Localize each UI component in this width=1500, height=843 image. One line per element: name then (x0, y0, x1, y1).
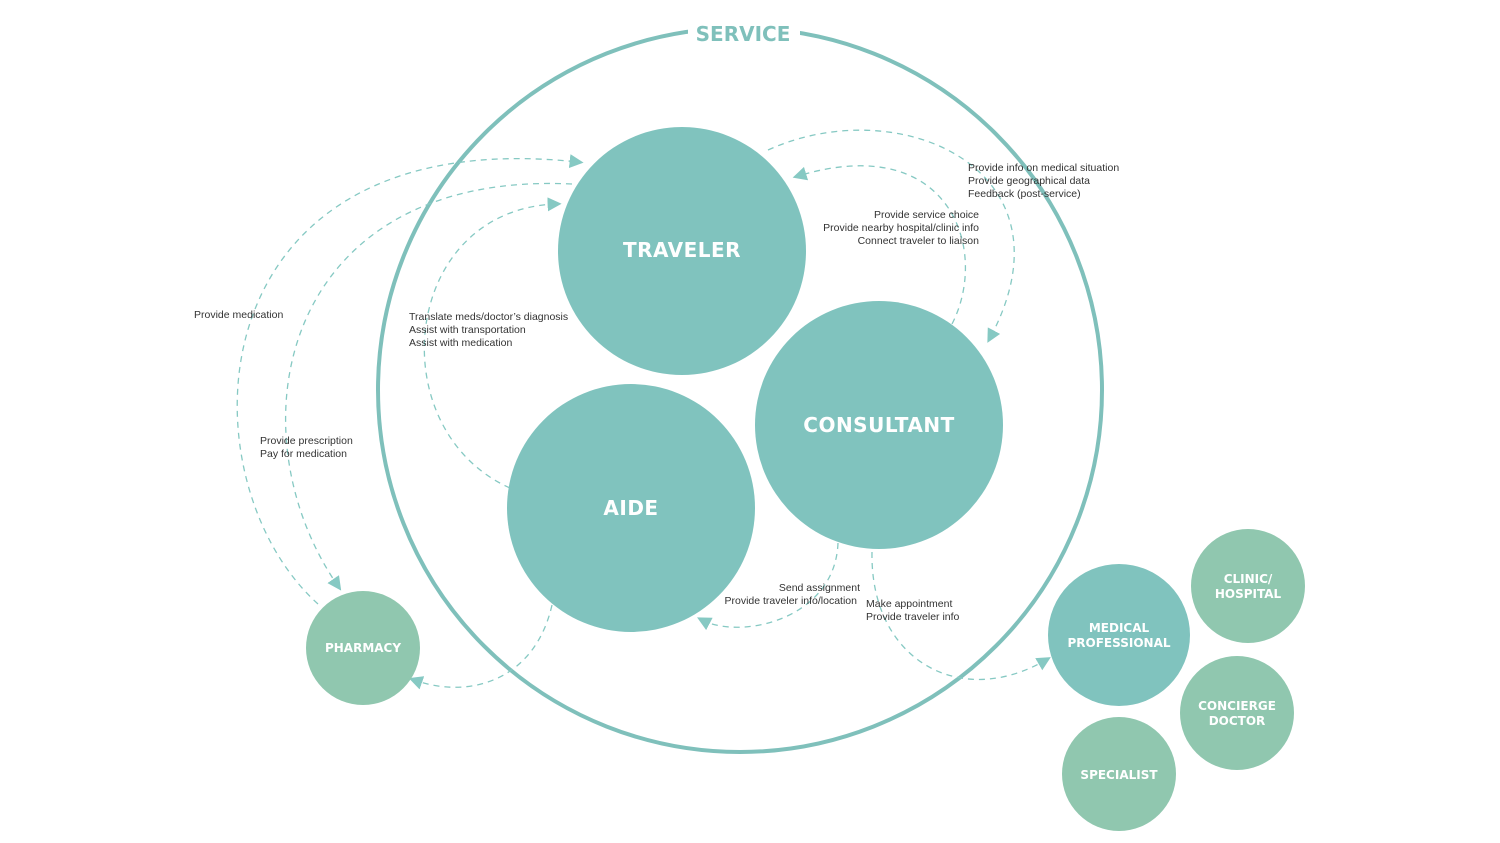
annotation-traveler-to-pharmacy: Provide prescription Pay for medication (260, 435, 353, 460)
consultant-circle (755, 301, 1003, 549)
annotation-line: Translate meds/doctor’s diagnosis (409, 311, 568, 323)
annotation-line: Feedback (post-service) (968, 188, 1081, 200)
traveler-circle (558, 127, 806, 375)
annotation-line: Send assignment (779, 582, 860, 594)
traveler-label: TRAVELER (623, 238, 741, 262)
node-medical-professional: MEDICAL PROFESSIONAL (1048, 564, 1190, 706)
node-traveler: TRAVELER (558, 127, 806, 375)
medical-professional-circle (1048, 564, 1190, 706)
arrow-traveler-to-consultant (767, 129, 1015, 343)
node-concierge-doctor: CONCIERGE DOCTOR (1180, 656, 1294, 770)
arrow-aide-to-traveler (423, 197, 562, 489)
concierge-doctor-label-line2: DOCTOR (1209, 714, 1266, 728)
annotation-line: Provide traveler info (866, 611, 960, 623)
clinic-hospital-label-line1: CLINIC/ (1224, 572, 1273, 586)
annotation-line: Make appointment (866, 598, 952, 610)
arrow-consultant-to-traveler (792, 165, 966, 325)
annotation-line: Provide nearby hospital/clinic info (823, 222, 979, 234)
node-specialist: SPECIALIST (1062, 717, 1176, 831)
node-clinic-hospital: CLINIC/ HOSPITAL (1191, 529, 1305, 643)
relationship-arrows (236, 129, 1051, 690)
arrow-traveler-to-pharmacy (284, 182, 573, 591)
node-pharmacy: PHARMACY (306, 591, 420, 705)
service-title-gap (688, 16, 800, 52)
annotation-line: Provide traveler info/location (725, 595, 858, 607)
annotation-aide-to-traveler: Translate meds/doctor’s diagnosis Assist… (409, 311, 568, 349)
node-consultant: CONSULTANT (755, 301, 1003, 549)
consultant-label: CONSULTANT (803, 413, 954, 437)
annotation-line: Provide geographical data (968, 175, 1090, 187)
medical-professional-label-line2: PROFESSIONAL (1067, 636, 1170, 650)
aide-label: AIDE (603, 496, 658, 520)
annotation-consultant-to-medical: Make appointment Provide traveler info (866, 598, 960, 623)
annotation-line: Assist with transportation (409, 324, 526, 336)
clinic-hospital-label-line2: HOSPITAL (1215, 587, 1282, 601)
service-title: SERVICE (696, 22, 791, 46)
annotation-line: Provide service choice (874, 209, 979, 221)
annotation-traveler-to-consultant: Provide service choice Provide nearby ho… (823, 209, 979, 247)
annotation-pharmacy-to-traveler: Provide medication (194, 309, 283, 321)
medical-professional-label-line1: MEDICAL (1089, 621, 1150, 635)
annotation-line: Pay for medication (260, 448, 347, 460)
arrow-consultant-to-medical-professional (871, 551, 1051, 681)
node-aide: AIDE (507, 384, 755, 632)
annotation-line: Provide prescription (260, 435, 353, 447)
pharmacy-label: PHARMACY (325, 641, 401, 655)
specialist-circle (1062, 717, 1176, 831)
arrow-consultant-to-aide (697, 542, 839, 631)
concierge-doctor-circle (1180, 656, 1294, 770)
annotation-consultant-to-aide: Send assignment Provide traveler info/lo… (725, 582, 861, 607)
annotation-line: Assist with medication (409, 337, 512, 349)
arrow-aide-to-pharmacy (408, 604, 553, 690)
annotation-consultant-to-traveler: Provide info on medical situation Provid… (968, 162, 1119, 200)
annotation-line: Provide info on medical situation (968, 162, 1119, 174)
clinic-hospital-circle (1191, 529, 1305, 643)
concierge-doctor-label-line1: CONCIERGE (1198, 699, 1276, 713)
aide-circle (507, 384, 755, 632)
pharmacy-circle (306, 591, 420, 705)
annotation-line: Provide medication (194, 309, 283, 321)
annotation-line: Connect traveler to liaison (858, 235, 980, 247)
specialist-label: SPECIALIST (1080, 768, 1158, 782)
